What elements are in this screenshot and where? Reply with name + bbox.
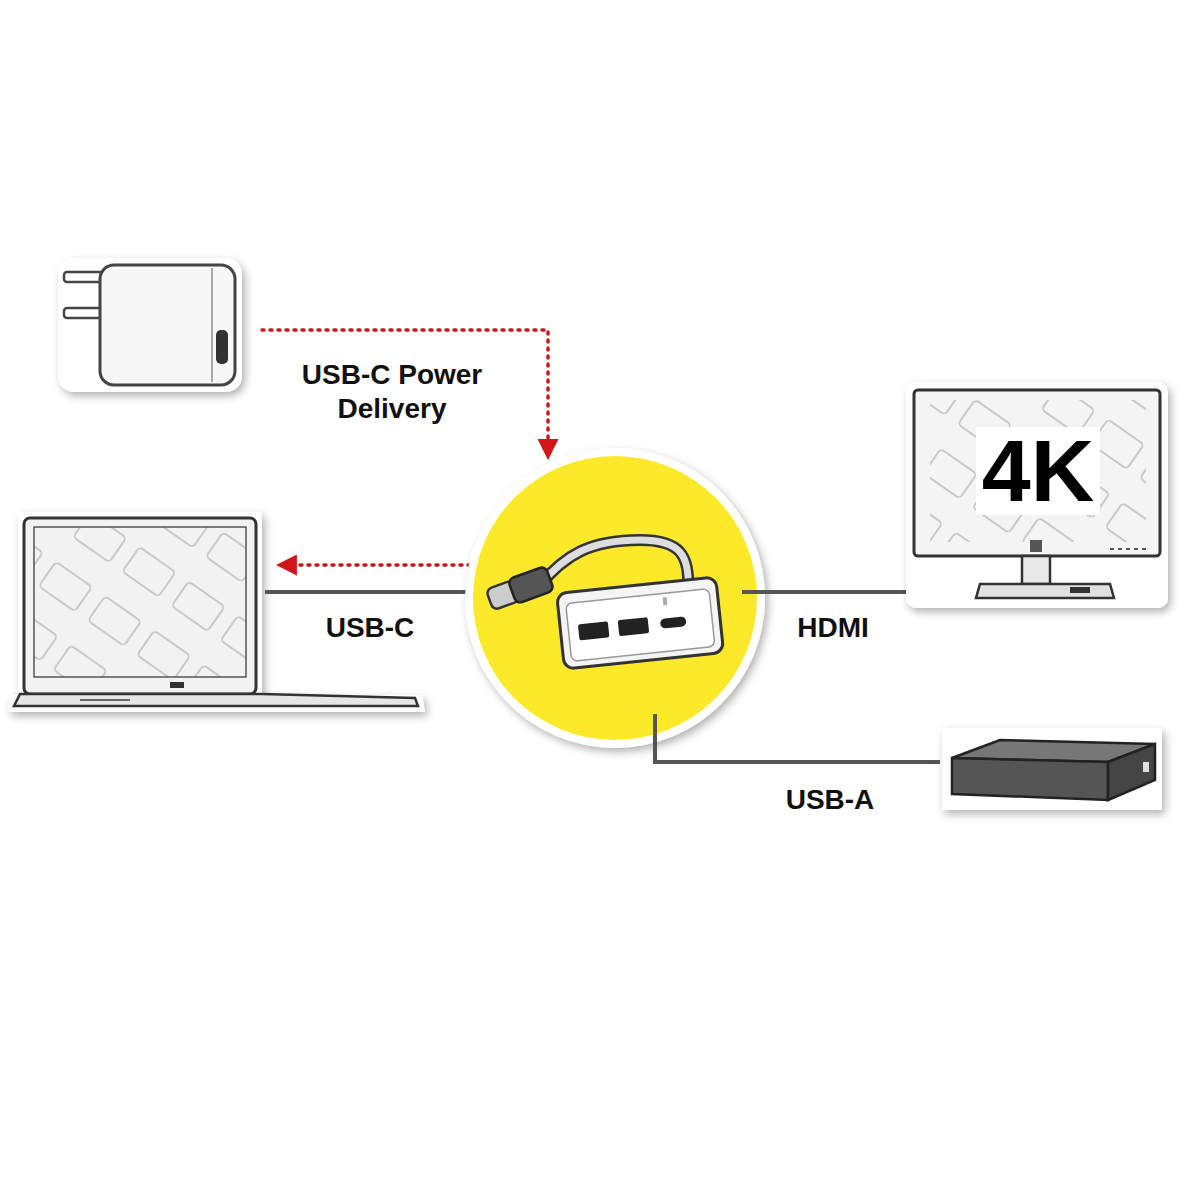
illustration-part [473,456,757,740]
illustration-part [1022,556,1050,584]
illustration-part [211,268,213,382]
illustration-part [914,390,1160,556]
illustration-part [952,758,1108,800]
power-line [262,330,548,458]
illustration-part [8,512,425,712]
illustration-part [34,527,246,677]
illustration-part [976,584,1114,598]
illustration-part [1030,540,1042,552]
illustration-part [942,728,1162,810]
connection-label: USB-C Power Delivery [268,358,516,425]
illustration-part [557,577,724,669]
monitor [906,382,1168,608]
illustration-part [170,682,184,688]
illustration-part [58,258,242,392]
charger [58,258,242,392]
illustration-part [508,566,554,604]
hub-circle [465,448,765,748]
illustration-part [1143,762,1149,772]
illustration-part [930,400,1146,542]
connection-label: HDMI [793,611,873,645]
illustration-part [566,589,715,662]
illustration-part [485,566,554,612]
illustration-part [1070,587,1090,593]
illustration-part [660,616,687,629]
illustration-part [663,597,668,605]
illustration-part [80,699,130,701]
illustration-part [64,308,104,318]
laptop [8,512,425,712]
connection-label: USB-C [322,611,419,645]
illustration-part [1108,744,1155,800]
illustration-part [906,382,1168,608]
illustration-part [100,265,235,385]
usb-c-hub [485,540,723,669]
hard-drive [942,728,1162,810]
illustration-part [14,694,418,706]
screen-text: 4K [976,427,1101,515]
usb-a-line [655,714,940,762]
connection-label: USB-A [782,783,879,817]
illustration-part [618,617,650,636]
monitor-screen: 4K [930,400,1146,542]
illustration-part [557,577,724,669]
usb-c-line [265,590,470,594]
illustration-part [64,272,104,282]
illustration-part [465,448,765,748]
power-line [278,563,470,567]
illustration-part [24,518,256,694]
illustration-part [1110,548,1150,550]
illustration-part [216,330,228,364]
illustration-part [578,621,610,640]
